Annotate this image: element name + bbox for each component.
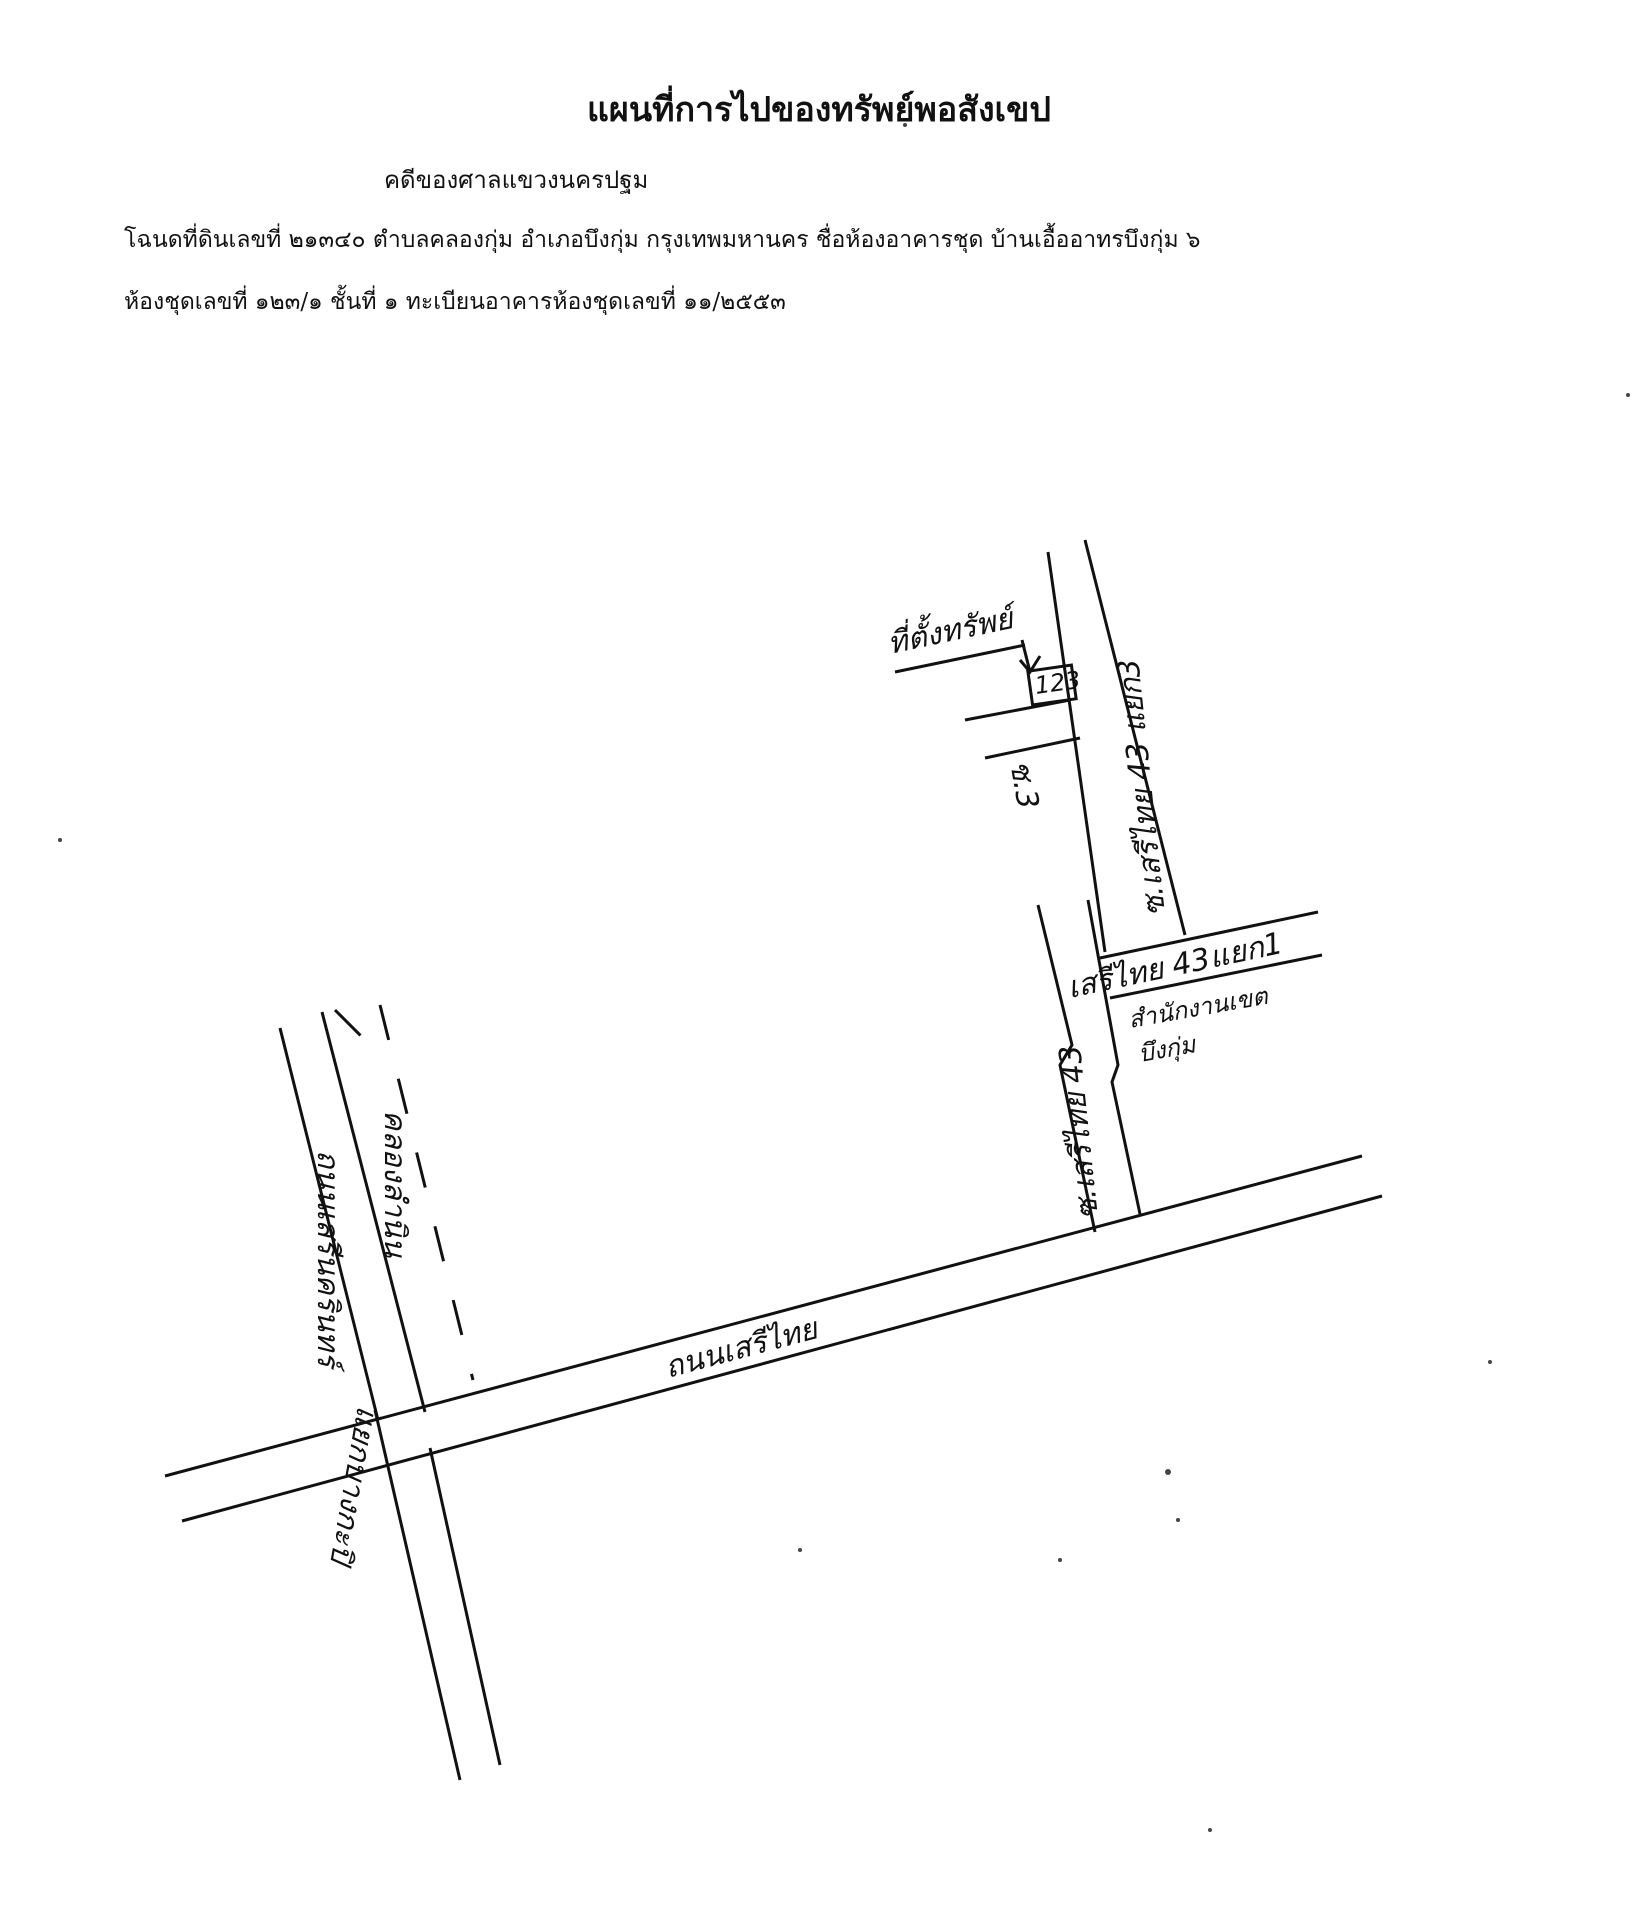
district-name-label: บึงกุ่ม <box>1136 1030 1199 1069</box>
deed-description-line-2: ห้องชุดเลขที่ ๑๒๓/๑ ชั้นที่ ๑ ทะเบียนอาค… <box>124 289 786 315</box>
building-chor-3-label: ช.3 <box>1002 757 1045 811</box>
left-road-seri-nakarin <box>278 1011 502 1781</box>
left-road-label: ถนนเสรีนครินทร์ <box>310 1150 345 1373</box>
unit-box <box>1026 663 1078 707</box>
property-location-label: ที่ตั้งทรัพย์ <box>883 595 1022 662</box>
canal-label: คลองลำนิน <box>377 1110 412 1259</box>
scan-specks <box>58 123 1630 1832</box>
soi-seri-thai-43-yaek-3 <box>1046 539 1187 953</box>
junction-label: แยกบางกะปิ <box>322 1404 385 1570</box>
building-chor-3 <box>964 663 1081 760</box>
case-court-line: คดีของศาลแขวงนครปฐม <box>384 166 649 194</box>
soi-43-label: ซ.เสรีไทย 43 <box>1053 1043 1106 1220</box>
main-road-seri-thai <box>164 1154 1383 1523</box>
document-title: แผนที่การไปของทรัพย์พอสังเขป <box>586 90 1051 130</box>
unit-number-label: 123 <box>1033 666 1082 700</box>
canal-dashed-line-2 <box>333 1008 367 1042</box>
soi-seri-thai-43 <box>1036 899 1142 1233</box>
canal-dashed-line <box>378 1004 475 1381</box>
soi-43-yaek-3-label: ซ.เสรีไทย 43 แยก3 <box>1111 657 1173 918</box>
soi-seri-thai-43-yaek-1 <box>1099 910 1323 1000</box>
deed-description-line-1: โฉนดที่ดินเลขที่ ๒๑๓๔๐ ตำบลคลองกุ่ม อำเภ… <box>124 227 1201 253</box>
